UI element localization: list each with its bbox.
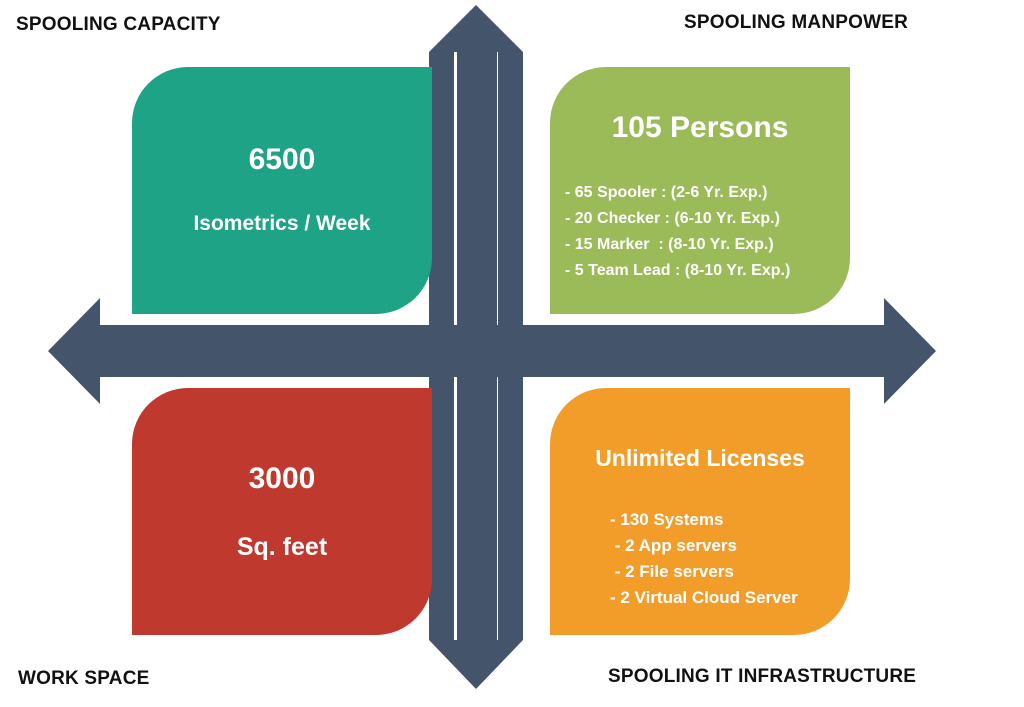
workspace-value: 3000 [248,462,316,495]
list-item: - 65 Spooler : (2-6 Yr. Exp.) [565,184,768,201]
label-work-space: WORK SPACE [18,668,150,689]
list-item: - 2 File servers [610,562,734,581]
capacity-value: 6500 [248,143,316,176]
manpower-title: 105 Persons [611,111,789,144]
infrastructure-list: - 130 Systems - 2 App servers - 2 File s… [610,507,798,611]
label-spooling-capacity: SPOOLING CAPACITY [16,14,221,35]
list-item: - 130 Systems [610,510,724,529]
list-item: - 20 Checker : (6-10 Yr. Exp.) [565,210,780,227]
list-item: - 2 Virtual Cloud Server [610,588,798,607]
vertical-double-arrow [429,5,523,689]
list-item: - 15 Marker : (8-10 Yr. Exp.) [565,236,774,253]
workspace-unit: Sq. feet [236,533,328,561]
workspace-panel: 3000 Sq. feet [132,388,432,635]
infrastructure-panel: Unlimited Licenses - 130 Systems - 2 App… [550,388,850,635]
manpower-list: - 65 Spooler : (2-6 Yr. Exp.) - 20 Check… [565,180,790,284]
label-spooling-it-infrastructure: SPOOLING IT INFRASTRUCTURE [608,666,917,687]
horizontal-double-arrow [48,298,936,404]
list-item: - 2 App servers [610,536,737,555]
capacity-panel: 6500 Isometrics / Week [132,67,432,314]
infrastructure-title: Unlimited Licenses [595,445,805,471]
capacity-unit: Isometrics / Week [193,212,371,235]
manpower-panel: 105 Persons - 65 Spooler : (2-6 Yr. Exp.… [550,67,850,314]
list-item: - 5 Team Lead : (8-10 Yr. Exp.) [565,262,791,279]
label-spooling-manpower: SPOOLING MANPOWER [684,12,909,33]
